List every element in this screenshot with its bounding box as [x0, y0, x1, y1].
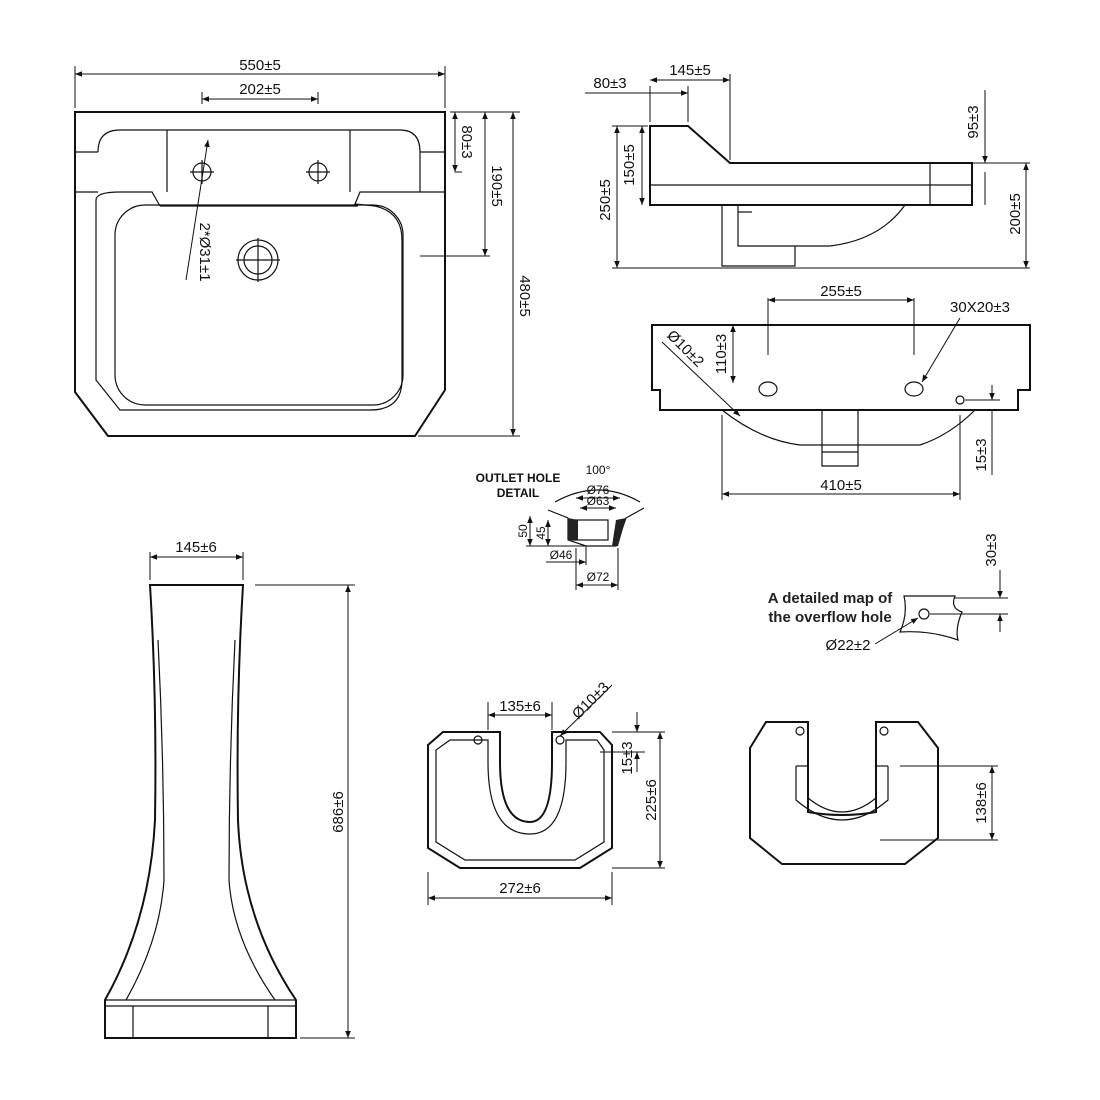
- dim-tap-holes: 2*Ø31±1: [196, 222, 213, 281]
- outlet-bottom-inner: Ø46: [550, 548, 573, 562]
- base-channel-depth: 138±6: [973, 782, 990, 824]
- dim-total-height: 250±5: [597, 179, 614, 221]
- outlet-inner-dia: Ø63: [587, 494, 610, 508]
- outlet-hole-detail: [526, 489, 645, 590]
- plan-hole: Ø10±3: [569, 679, 613, 723]
- outlet-height-outer: 50: [516, 524, 530, 538]
- dim-front-height: 200±5: [1007, 193, 1024, 235]
- dim-overflow-height: 15±3: [973, 438, 990, 471]
- plan-gap: 135±6: [499, 698, 541, 715]
- overflow-diameter: Ø22±2: [826, 637, 871, 654]
- pedestal-elevation: [104, 552, 355, 1039]
- dim-rim-to-bowl: 190±5: [488, 165, 505, 207]
- dim-tap-spacing: 202±5: [239, 81, 281, 98]
- pedestal-top-width: 145±6: [175, 539, 217, 556]
- dim-base-width: 410±5: [820, 477, 862, 494]
- pedestal-base-view: [749, 721, 998, 865]
- outlet-height-inner: 45: [534, 526, 548, 540]
- dim-fixing-spacing: 255±5: [820, 283, 862, 300]
- dim-rim-to-tap: 80±3: [458, 125, 475, 158]
- dim-back-offset: 80±3: [593, 75, 626, 92]
- pedestal-height: 686±6: [330, 791, 347, 833]
- basin-side-view: [585, 74, 1030, 269]
- dim-fixing-height: 110±3: [713, 334, 730, 375]
- outlet-outer-dia: Ø76: [587, 483, 610, 497]
- overflow-label-line1: A detailed map of: [768, 590, 893, 607]
- outlet-bottom-outer: Ø72: [587, 570, 610, 584]
- plan-inset: 15±3: [619, 741, 636, 774]
- dim-width: 550±5: [239, 57, 281, 74]
- plan-depth: 225±6: [643, 779, 660, 821]
- overflow-label-line2: the overflow hole: [768, 609, 891, 626]
- dim-deck-depth: 145±5: [669, 62, 711, 79]
- outlet-angle: 100°: [586, 463, 611, 477]
- outlet-title-line2: DETAIL: [497, 486, 539, 500]
- dim-depth: 480±5: [516, 275, 533, 317]
- basin-top-view: [74, 66, 520, 437]
- dim-deck-height: 95±3: [965, 105, 982, 138]
- basin-rear-view: [651, 297, 1031, 500]
- pedestal-plan: [427, 684, 665, 905]
- overflow-offset: 30±3: [983, 533, 1000, 566]
- outlet-title-line1: OUTLET HOLE: [476, 471, 561, 485]
- dim-back-height: 150±5: [621, 144, 638, 186]
- dim-fixing-slot: 30X20±3: [950, 299, 1010, 316]
- plan-width: 272±6: [499, 880, 541, 897]
- overflow-hole-detail: [874, 570, 1008, 645]
